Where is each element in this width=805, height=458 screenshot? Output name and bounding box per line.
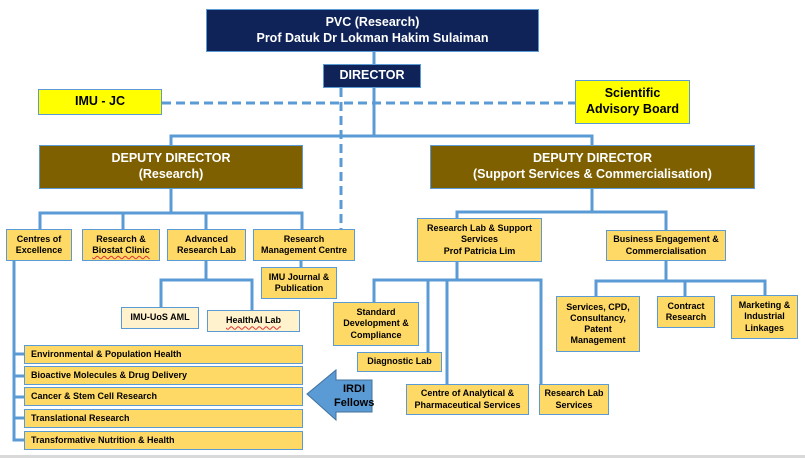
marketing-linkages-box: Marketing & Industrial Linkages [731, 295, 798, 339]
connector-centres-trunk [12, 261, 24, 442]
diagnostic-lab-box: Diagnostic Lab [357, 352, 442, 372]
centre-item: Transformative Nutrition & Health [24, 431, 303, 450]
unit-line: Services, CPD, [566, 301, 630, 312]
unit-line: Centre of Analytical & [420, 388, 515, 399]
healthai-lab-box: HealthAI Lab [207, 310, 300, 332]
unit-line: Centres of [16, 233, 62, 244]
deputy-director-research-box: DEPUTY DIRECTOR (Research) [39, 145, 303, 189]
pvc-box: PVC (Research) Prof Datuk Dr Lokman Haki… [206, 9, 539, 52]
unit-line: Diagnostic Lab [367, 356, 432, 367]
unit-line: IMU Journal & [268, 271, 330, 282]
sab-line2: Advisory Board [585, 102, 680, 116]
unit-line: Industrial [744, 311, 785, 322]
unit-line: IMU-UoS AML [130, 312, 190, 323]
centre-item: Translational Research [24, 409, 303, 428]
business-engagement-box: Business Engagement & Commercialisation [606, 230, 726, 261]
unit-line: Management Centre [260, 245, 348, 255]
deputy-support-title: DEPUTY DIRECTOR [532, 151, 652, 166]
unit-line: Research & [96, 233, 146, 244]
fellows-arrow-icon [306, 368, 373, 422]
connector-research-units [38, 211, 304, 229]
scientific-advisory-board-box: Scientific Advisory Board [575, 80, 690, 124]
connector-deputies-bar [169, 134, 594, 146]
unit-line: Commercialisation [625, 245, 707, 256]
centres-of-excellence-box: Centres of Excellence [6, 229, 72, 261]
pvc-name: Prof Datuk Dr Lokman Hakim Sulaiman [256, 30, 489, 45]
connector-arl-children [159, 278, 254, 310]
connector-rlss-children [372, 278, 543, 385]
sab-line1: Scientific [604, 86, 661, 101]
centre-item: Environmental & Population Health [24, 345, 303, 364]
unit-line: Development & [343, 318, 409, 329]
connector-bec-children [594, 279, 767, 296]
director-title: DIRECTOR [339, 68, 405, 83]
centre-label: Bioactive Molecules & Drug Delivery [31, 369, 188, 380]
unit-line: Research Lab [176, 245, 237, 255]
imu-uos-aml-box: IMU-UoS AML [121, 307, 199, 329]
irdi-fellows-label: IRDI Fellows [334, 382, 374, 411]
unit-line: Linkages [744, 322, 784, 333]
deputy-research-sub: (Research) [138, 167, 204, 181]
advanced-research-lab-box: Advanced Research Lab [167, 229, 246, 261]
centre-item: Bioactive Molecules & Drug Delivery [24, 366, 303, 385]
centre-label: Cancer & Stem Cell Research [31, 390, 158, 401]
unit-line: Services [460, 234, 499, 245]
unit-line: Prof Patricia Lim [443, 245, 516, 256]
unit-line: Contract [667, 300, 705, 311]
unit-line: Business Engagement & [613, 234, 719, 245]
centre-label: Environmental & Population Health [31, 348, 182, 359]
unit-line: Advanced [184, 233, 228, 244]
unit-line: Marketing & [738, 300, 791, 311]
deputy-support-sub: (Support Services & Commercialisation) [473, 167, 712, 181]
unit-line: Compliance [350, 329, 402, 340]
unit-line: Management [570, 335, 626, 346]
contract-research-box: Contract Research [657, 296, 715, 328]
imu-journal-box: IMU Journal & Publication [261, 267, 337, 299]
deputy-research-title: DEPUTY DIRECTOR [111, 151, 231, 166]
director-box: DIRECTOR [323, 64, 421, 88]
unit-line: Research [665, 312, 707, 322]
research-management-centre-box: Research Management Centre [253, 229, 355, 261]
unit-line: HealthAI Lab [225, 315, 281, 326]
imu-jc-label: IMU - JC [75, 94, 125, 109]
services-cpd-box: Services, CPD, Consultancy, Patent Manag… [556, 296, 640, 352]
centre-analytical-box: Centre of Analytical & Pharmaceutical Se… [406, 384, 529, 415]
centre-label: Transformative Nutrition & Health [31, 434, 175, 445]
unit-line: Research Lab [544, 388, 604, 399]
unit-line: Excellence [15, 245, 63, 255]
deputy-director-support-box: DEPUTY DIRECTOR (Support Services & Comm… [430, 145, 755, 189]
standard-development-box: Standard Development & Compliance [333, 302, 419, 346]
unit-line: Standard [356, 307, 396, 318]
unit-line: Publication [274, 283, 324, 293]
pvc-title: PVC (Research) [325, 14, 420, 29]
centre-item: Cancer & Stem Cell Research [24, 387, 303, 406]
research-biostat-clinic-box: Research & Biostat Clinic [82, 229, 160, 261]
centre-label: Translational Research [31, 412, 130, 423]
unit-line: Services [555, 399, 593, 410]
bottom-divider [0, 455, 805, 458]
unit-line: Research [283, 233, 325, 244]
unit-line: Patent [584, 324, 612, 334]
unit-line: Biostat Clinic [92, 245, 150, 255]
unit-line: Research Lab & Support [426, 223, 533, 234]
connector-support-units [455, 210, 668, 230]
research-lab-services-box: Research Lab Services [539, 384, 609, 415]
unit-line: Pharmaceutical Services [414, 399, 521, 410]
research-lab-support-services-box: Research Lab & Support Services Prof Pat… [417, 218, 542, 262]
fellows-line: IRDI [343, 383, 365, 395]
fellows-line: Fellows [334, 397, 375, 410]
unit-line: Consultancy, [570, 312, 626, 323]
imu-jc-box: IMU - JC [38, 89, 162, 115]
